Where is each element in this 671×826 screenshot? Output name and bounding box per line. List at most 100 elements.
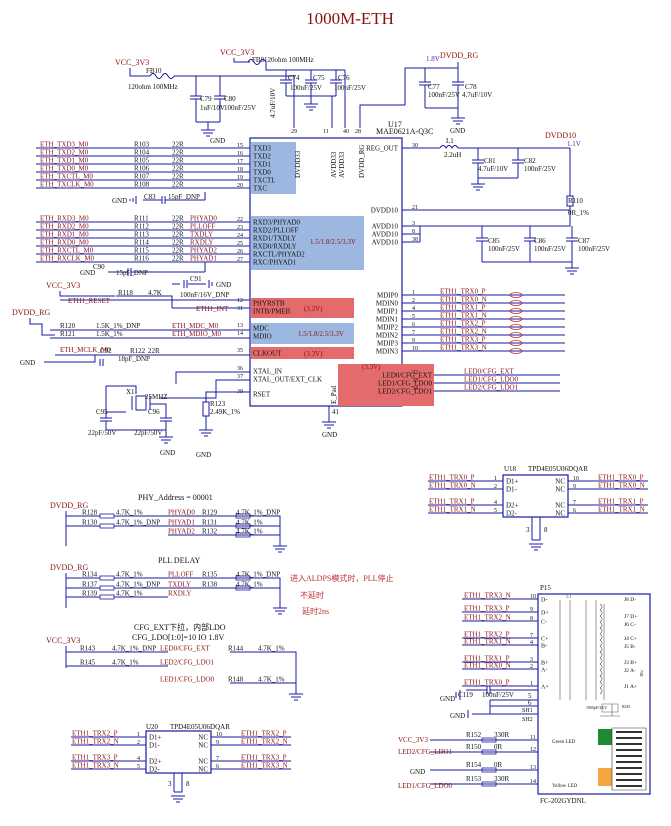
strap-trace (168, 587, 281, 608)
c95-val: 22pF/50V (88, 429, 116, 437)
dvdd10-top: DVDD10 (545, 131, 576, 140)
test-point (509, 316, 523, 322)
p15-label-1000pf: 1000pF/2KV (586, 705, 607, 710)
series-resistor-ref: R103 (134, 141, 150, 149)
esd-left-pin-name: D2+ (149, 758, 162, 766)
c87-ref: C87 (578, 237, 590, 245)
int-net: ETH1_INT (196, 305, 229, 313)
series-resistor-ref: R116 (134, 255, 149, 263)
pullup-resistor-value: 4.7K_1% (116, 590, 143, 598)
gnd-x1: GND (160, 449, 175, 457)
esd-right-net: ETH1_TRX0_P (598, 474, 644, 482)
c85-ref: C85 (488, 237, 500, 245)
esd-right-net: ETH1_TRX3_P (241, 754, 287, 762)
esd-right-net: ETH1_TRX3_N (241, 762, 288, 770)
u17-right-pin-number: 9 (412, 338, 415, 344)
rgmii-net-label: ETH_RXD1_M0 (40, 231, 89, 239)
mdi-net-label: ETH1_TRX2_P (440, 320, 486, 328)
pulldown-resistor-ref: R129 (202, 509, 218, 517)
io-3v3-1: (3.3V) (304, 305, 323, 313)
connector-pin-name: B- (541, 644, 547, 650)
u20-part: TPD4E05U06DQAR (170, 723, 230, 731)
strap-rail-label: DVDD_RG (50, 501, 88, 510)
u17-pin-name: TXD2 (253, 153, 271, 161)
test-point (509, 292, 523, 298)
u18-gnd-pin-3: 3 (526, 526, 530, 534)
pullup-resistor-value: 4.7K_1% (112, 659, 139, 667)
u17-right-pin-name: MDIN1 (376, 316, 399, 324)
led-resistor-ref: R150 (466, 743, 482, 751)
u17-pin-number: 23 (237, 225, 243, 231)
vcc-label: VCC_3V3 (115, 58, 149, 67)
c90-cap: GND C90 15pF_DNP (80, 262, 206, 277)
series-resistor-ref: R111 (134, 215, 149, 223)
esd-right-pin-name: NC (555, 502, 565, 510)
reset-net: ETH1_RESET (68, 297, 111, 305)
u17-right-pin-number: 10 (412, 346, 418, 352)
u17-pin-name: TXD3 (253, 145, 271, 153)
c74-ref: C74 (288, 74, 300, 82)
pullup-resistor-value: 4.7K_1%_DNP (116, 581, 160, 589)
rgmii-net-label: ETH_TXD1_M0 (40, 157, 89, 165)
mclk-net: ETH_MCLK_M0 (60, 346, 111, 354)
c91-val: 100nF/16V_DNP (180, 291, 230, 299)
u17-top-pin-number: 28 (355, 129, 361, 135)
pullup-resistor-value: 4.7K_1%_DNP (112, 645, 156, 653)
c90-ref: C90 (93, 263, 105, 271)
connector-net-label: ETH1_TRX2_N (464, 614, 511, 622)
u18-ref: U18 (504, 465, 517, 473)
strap-net-label: PHYAD0 (168, 509, 195, 517)
esd-left-pin-number: 1 (137, 732, 140, 738)
c91-cap: VCC_3V3 R118 4.7K C91 100nF/16V_DNP GND … (46, 275, 250, 313)
esd-right-pin-name: NC (555, 478, 565, 486)
led-net-label: LED0/CFG_EXT (464, 368, 515, 376)
c80-ref: C80 (224, 95, 236, 103)
u18-gnd-pin-8: 8 (544, 526, 548, 534)
pulldown-resistor-ref: R131 (202, 519, 218, 527)
u17-pin-name: TXD0 (253, 169, 271, 177)
esd-left-pin-name: D1- (149, 742, 161, 750)
r123-val: 2.49K_1% (210, 408, 240, 416)
series-resistor-value: 22R (172, 165, 184, 173)
pullup-resistor-ref: R137 (82, 581, 98, 589)
u17-right-pin-number: 3 (412, 221, 415, 227)
u17-right-pin-name: MDIN2 (376, 332, 399, 340)
esd-left-net: ETH1_TRX3_N (72, 762, 119, 770)
u17-pin-name: TXD1 (253, 161, 271, 169)
rgmii-net-label: ETH_TXD0_M0 (40, 165, 89, 173)
esd-left-net: ETH1_TRX0_P (429, 474, 475, 482)
esd-right-pin-number: 6 (216, 764, 219, 770)
p15-ref: P15 (540, 584, 551, 592)
pulldown-resistor-value: 4.7K_1% (258, 645, 285, 653)
pullup-resistor-value: 4.7K_1%_DNP (116, 519, 160, 527)
series-resistor-ref: R115 (134, 247, 149, 255)
mdc-net: ETH_MDC_M0 (172, 322, 219, 330)
c90-val: 15pF_DNP (116, 269, 148, 277)
esd-left-pin-name: D2+ (506, 502, 519, 510)
volt-1v1: 1.1V (567, 140, 581, 148)
u17-pin-name: MDIO (253, 333, 272, 341)
c79-ref: C79 (200, 95, 212, 103)
gnd-c92: GND (20, 359, 35, 367)
series-resistor-value: 22R (172, 255, 184, 263)
esd-left-net: ETH1_TRX2_N (72, 738, 119, 746)
test-point (509, 332, 523, 338)
series-resistor-value: 22R (172, 173, 184, 181)
u17-pin-number: 27 (237, 257, 243, 263)
pulldown-resistor-ref: R135 (202, 571, 218, 579)
vcc-3v3-avdd-section: VCC_3V3 FB8 120ohm 100MHz C74 4.7uF/10V … (220, 48, 366, 128)
gnd-symbol (273, 545, 287, 553)
series-resistor-value: 22R (172, 223, 184, 231)
u17-pin-number: 35 (237, 348, 243, 354)
u17-chip: U17 MAE0621A-Q3C 1.5/1.8/2.5/3.3V 1.5/1.… (237, 120, 434, 439)
gnd-shield: GND (450, 712, 465, 720)
connector-pin-name: A- (541, 668, 547, 674)
series-resistor-value: 22R (172, 157, 184, 165)
series-resistor-ref: R108 (134, 181, 150, 189)
u17-right-pin-number: 2 (412, 298, 415, 304)
pulldown-resistor-ref: R132 (202, 528, 218, 536)
connector-pin-number: 4 (530, 640, 533, 646)
sh2: SH2 (522, 717, 533, 723)
led-color-label: Yellow LED (552, 784, 578, 789)
